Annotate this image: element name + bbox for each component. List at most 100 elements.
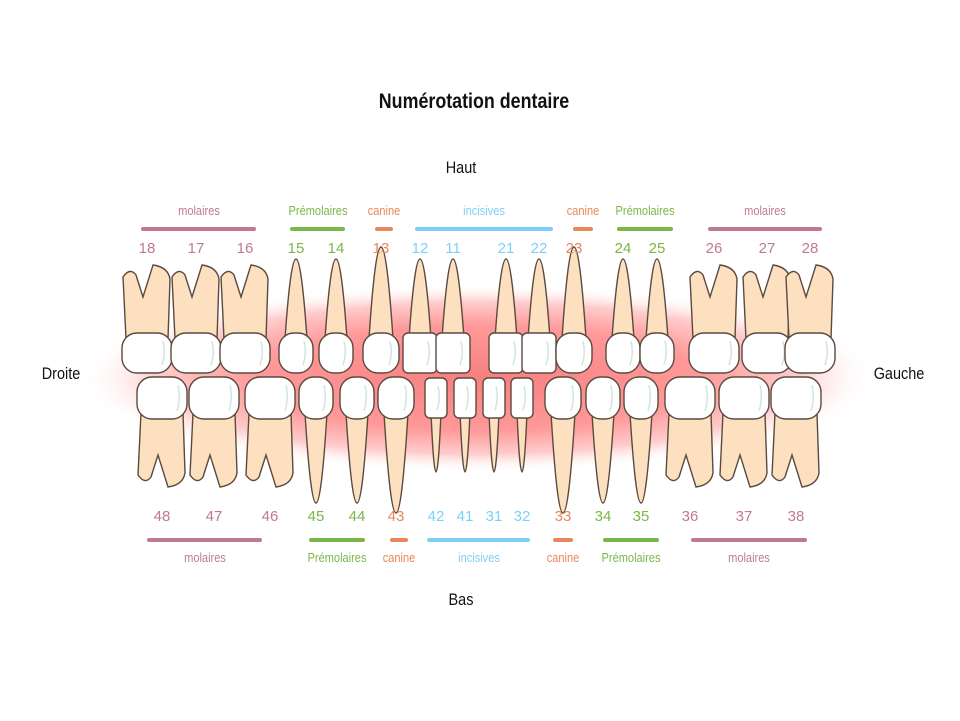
group-bar-molaires bbox=[147, 538, 262, 542]
crown-highlight bbox=[322, 384, 327, 412]
tooth-root bbox=[408, 258, 432, 340]
crown-highlight bbox=[522, 385, 527, 411]
crown-highlight bbox=[629, 340, 634, 366]
group-label-premolaires: Prémolaires bbox=[288, 203, 347, 218]
tooth-number-47: 47 bbox=[205, 508, 223, 525]
tooth-crown bbox=[770, 376, 822, 420]
tooth-crown bbox=[136, 376, 188, 420]
tooth-23 bbox=[555, 246, 593, 374]
group-label-incisives: incisives bbox=[457, 550, 500, 565]
tooth-crown bbox=[424, 377, 448, 419]
tooth-35 bbox=[623, 376, 659, 504]
tooth-number-25: 25 bbox=[648, 240, 666, 257]
crown-highlight bbox=[176, 384, 181, 412]
crown-highlight bbox=[161, 340, 166, 366]
group-bar-canine bbox=[390, 538, 408, 542]
tooth-22 bbox=[521, 258, 557, 374]
tooth-25 bbox=[639, 258, 675, 374]
tooth-root bbox=[494, 258, 518, 340]
tooth-24 bbox=[605, 258, 641, 374]
tooth-root bbox=[245, 412, 294, 488]
tooth-crown bbox=[510, 377, 534, 419]
tooth-crown bbox=[298, 376, 334, 420]
tooth-crown bbox=[585, 376, 621, 420]
tooth-12 bbox=[402, 258, 438, 374]
tooth-root bbox=[122, 264, 171, 340]
tooth-crown bbox=[453, 377, 477, 419]
tooth-number-37: 37 bbox=[735, 508, 753, 525]
tooth-crown bbox=[188, 376, 240, 420]
tooth-root bbox=[561, 246, 587, 340]
crown-highlight bbox=[388, 340, 393, 366]
tooth-number-31: 31 bbox=[485, 508, 503, 525]
group-bar-canine bbox=[573, 227, 593, 231]
page-title: Numérotation dentaire bbox=[378, 90, 570, 113]
direction-right: Gauche bbox=[873, 364, 925, 383]
tooth-crown bbox=[339, 376, 375, 420]
tooth-17 bbox=[170, 264, 222, 374]
tooth-crown bbox=[219, 332, 271, 374]
crown-highlight bbox=[512, 340, 517, 366]
tooth-number-33: 33 bbox=[554, 508, 572, 525]
tooth-root bbox=[771, 412, 820, 488]
tooth-47 bbox=[188, 376, 240, 488]
crown-highlight bbox=[704, 384, 709, 412]
crown-highlight bbox=[663, 340, 668, 366]
tooth-number-42: 42 bbox=[427, 508, 445, 525]
tooth-root bbox=[550, 412, 576, 514]
tooth-number-34: 34 bbox=[594, 508, 612, 525]
group-bar-premolaires bbox=[290, 227, 345, 231]
tooth-number-16: 16 bbox=[236, 240, 254, 257]
tooth-number-17: 17 bbox=[187, 240, 205, 257]
tooth-root bbox=[345, 412, 369, 504]
tooth-number-36: 36 bbox=[681, 508, 699, 525]
tooth-crown bbox=[555, 332, 593, 374]
tooth-root bbox=[368, 246, 394, 340]
tooth-number-38: 38 bbox=[787, 508, 805, 525]
tooth-15 bbox=[278, 258, 314, 374]
direction-bottom: Bas bbox=[448, 590, 474, 609]
tooth-number-26: 26 bbox=[705, 240, 723, 257]
tooth-18 bbox=[121, 264, 173, 374]
tooth-root bbox=[383, 412, 409, 514]
tooth-26 bbox=[688, 264, 740, 374]
crown-highlight bbox=[647, 384, 652, 412]
crown-highlight bbox=[302, 340, 307, 366]
tooth-root bbox=[665, 412, 714, 488]
tooth-number-18: 18 bbox=[138, 240, 156, 257]
tooth-crown bbox=[544, 376, 582, 420]
group-bar-premolaires bbox=[309, 538, 365, 542]
tooth-number-35: 35 bbox=[632, 508, 650, 525]
crown-highlight bbox=[259, 340, 264, 366]
group-label-molaires: molaires bbox=[744, 203, 786, 218]
group-bar-incisives bbox=[427, 538, 530, 542]
group-label-molaires: molaires bbox=[728, 550, 770, 565]
group-label-incisives: incisives bbox=[463, 203, 505, 218]
group-label-premolaires: Prémolaires bbox=[601, 550, 661, 565]
tooth-root bbox=[611, 258, 635, 340]
tooth-root bbox=[742, 264, 791, 340]
tooth-number-15: 15 bbox=[287, 240, 305, 257]
tooth-root bbox=[171, 264, 220, 340]
tooth-46 bbox=[244, 376, 296, 488]
tooth-crown bbox=[488, 332, 524, 374]
tooth-number-43: 43 bbox=[387, 508, 405, 525]
tooth-42 bbox=[424, 377, 448, 473]
tooth-34 bbox=[585, 376, 621, 504]
tooth-crown bbox=[784, 332, 836, 374]
tooth-number-44: 44 bbox=[348, 508, 366, 525]
tooth-root bbox=[189, 412, 238, 488]
crown-highlight bbox=[426, 340, 431, 366]
tooth-number-24: 24 bbox=[614, 240, 632, 257]
tooth-crown bbox=[377, 376, 415, 420]
group-bar-molaires bbox=[708, 227, 822, 231]
tooth-38 bbox=[770, 376, 822, 488]
group-bar-premolaires bbox=[617, 227, 673, 231]
tooth-root bbox=[689, 264, 738, 340]
tooth-number-21: 21 bbox=[497, 240, 515, 257]
tooth-number-22: 22 bbox=[530, 240, 548, 257]
crown-highlight bbox=[210, 340, 215, 366]
group-label-molaires: molaires bbox=[177, 203, 220, 218]
tooth-number-48: 48 bbox=[153, 508, 171, 525]
tooth-crown bbox=[278, 332, 314, 374]
